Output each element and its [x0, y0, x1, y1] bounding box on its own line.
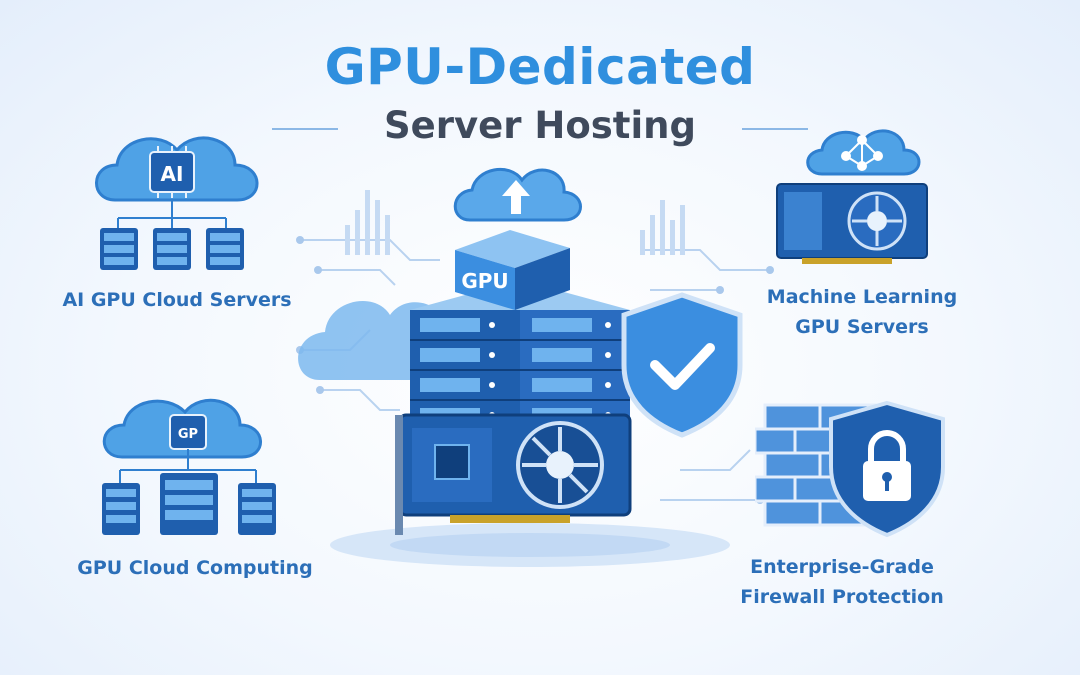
feature-label-ml-line2: GPU Servers [795, 316, 929, 338]
gpu-card-icon [776, 183, 928, 264]
gpu-cloud-computing-graphic: GP [102, 398, 276, 535]
ai-chip-icon: AI [149, 146, 195, 198]
gpu-cube-icon: GPU [455, 230, 570, 310]
gpu-card-icon [395, 413, 632, 535]
upload-arrow-icon [502, 180, 530, 214]
feature-label-firewall: Enterprise-Grade Firewall Protection [732, 552, 952, 612]
feature-label-gpu-cloud-computing: GPU Cloud Computing [77, 557, 313, 579]
page-title: GPU-Dedicated [324, 38, 756, 96]
server-rack-icon [100, 228, 244, 270]
feature-label-ml-gpu-servers: Machine Learning GPU Servers [742, 282, 982, 342]
title-divider-right [742, 128, 808, 130]
gp-chip-label: GP [178, 427, 198, 442]
gpu-chip-icon: GP [169, 414, 207, 450]
shield-lock-icon [829, 400, 945, 538]
gpu-cube-label: GPU [461, 269, 508, 293]
feature-label-ml-line1: Machine Learning [766, 286, 958, 308]
feature-label-firewall-line2: Firewall Protection [740, 586, 944, 608]
ai-cloud-servers-graphic: AI [95, 136, 259, 270]
firewall-protection-graphic [755, 400, 945, 538]
ai-chip-label: AI [161, 162, 184, 186]
title-divider-left [272, 128, 338, 130]
ml-gpu-servers-graphic [776, 129, 928, 264]
padlock-icon [863, 430, 911, 501]
feature-label-ai-gpu-cloud: AI GPU Cloud Servers [62, 289, 292, 311]
neural-network-icon [841, 135, 883, 171]
upload-cloud-icon [453, 168, 582, 222]
page-subtitle: Server Hosting [384, 104, 696, 147]
central-gpu-server-graphic: GPU [298, 168, 743, 535]
shield-check-icon [621, 292, 743, 438]
server-rack-icon [102, 473, 276, 535]
feature-label-firewall-line1: Enterprise-Grade [750, 556, 934, 578]
